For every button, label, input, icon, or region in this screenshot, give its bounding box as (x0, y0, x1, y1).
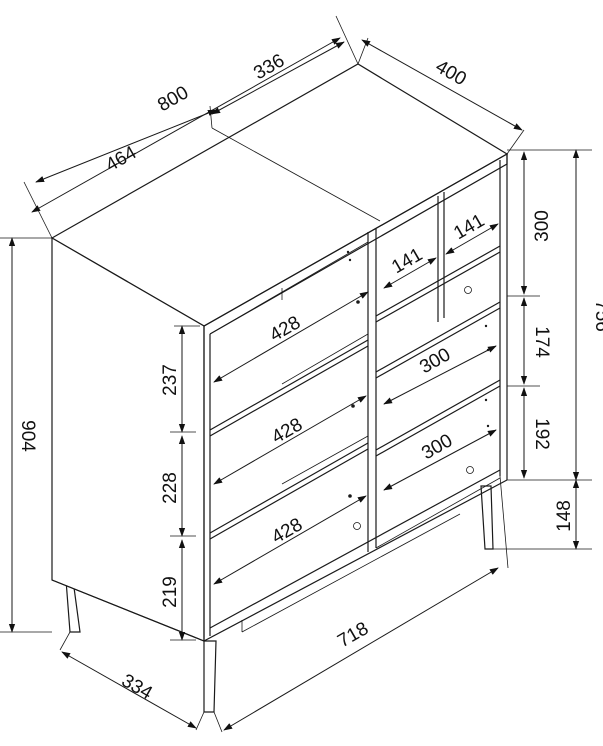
dim-464-line (35, 109, 217, 183)
label-464: 464 (102, 142, 140, 176)
legs (65, 485, 494, 713)
label-148: 148 (554, 500, 575, 532)
dimension-lines (0, 15, 592, 733)
dim-428-1-line (213, 291, 369, 383)
dim-300-1-line (383, 345, 497, 405)
dim-718-line (223, 567, 499, 731)
dim-141-right-line (445, 223, 499, 255)
dim-336-line (211, 41, 345, 115)
label-756: 756 (591, 300, 603, 332)
dim-300-2-line (383, 429, 497, 491)
label-219: 219 (160, 576, 181, 608)
dim-400-line (361, 39, 523, 131)
label-336: 336 (250, 50, 288, 84)
label-300-vertical: 300 (532, 210, 553, 242)
label-718: 718 (334, 618, 372, 652)
dim-141-left-line (383, 257, 437, 289)
label-192: 192 (531, 418, 552, 450)
label-141-left: 141 (388, 244, 426, 278)
label-300-shelf-1: 300 (416, 344, 454, 378)
dim-334-line (61, 651, 197, 729)
label-334: 334 (118, 670, 156, 704)
label-174: 174 (531, 326, 552, 358)
label-300-shelf-2: 300 (418, 430, 456, 464)
leg-back-right (480, 485, 494, 550)
label-904: 904 (17, 420, 38, 452)
right-shelf-1 (375, 245, 501, 317)
label-800: 800 (154, 82, 192, 116)
label-428-bottom: 428 (268, 514, 306, 548)
label-428-middle: 428 (268, 414, 306, 448)
leg-front-left (203, 640, 217, 713)
dim-428-2-line (213, 395, 367, 485)
label-237: 237 (160, 364, 181, 396)
label-228: 228 (160, 472, 181, 504)
label-428-top: 428 (266, 312, 304, 346)
label-141-right: 141 (450, 210, 488, 244)
left-shelf-1 (209, 339, 369, 431)
bottom-front (203, 479, 508, 642)
label-400: 400 (432, 56, 470, 90)
